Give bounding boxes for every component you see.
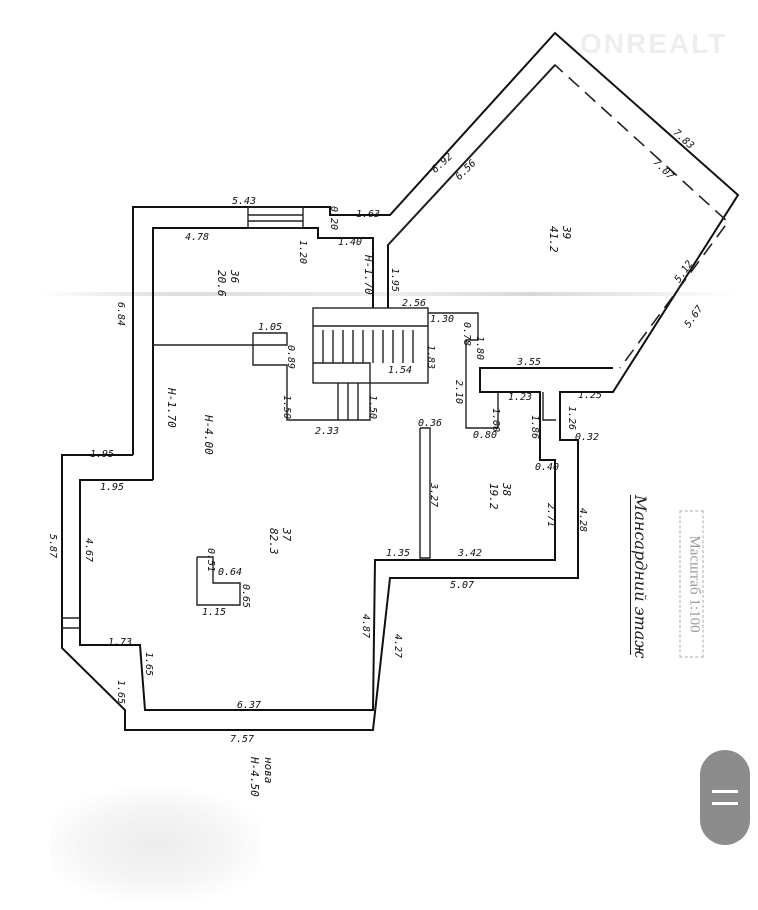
svg-text:82.3: 82.3 bbox=[267, 528, 280, 555]
svg-text:1.25: 1.25 bbox=[578, 390, 602, 401]
svg-text:6.84: 6.84 bbox=[115, 302, 126, 326]
svg-text:2.10: 2.10 bbox=[453, 380, 464, 404]
svg-text:2.33: 2.33 bbox=[315, 426, 339, 437]
svg-text:1.73: 1.73 bbox=[108, 637, 132, 648]
svg-text:3.55: 3.55 bbox=[516, 357, 541, 368]
svg-text:5.67: 5.67 bbox=[683, 304, 706, 330]
svg-text:1.50: 1.50 bbox=[367, 395, 378, 419]
stair-landing bbox=[153, 332, 371, 421]
svg-text:1.83: 1.83 bbox=[425, 345, 436, 369]
svg-text:1.54: 1.54 bbox=[388, 365, 412, 376]
svg-text:5.87: 5.87 bbox=[47, 534, 58, 558]
height-label: Н-1.70 bbox=[362, 254, 375, 295]
svg-text:7.57: 7.57 bbox=[230, 734, 254, 745]
svg-text:3.27: 3.27 bbox=[428, 482, 439, 507]
svg-text:37: 37 bbox=[280, 527, 293, 542]
stair-top bbox=[247, 206, 304, 229]
svg-text:1.23: 1.23 bbox=[508, 392, 532, 403]
inner-partition bbox=[428, 312, 499, 429]
svg-text:5.12: 5.12 bbox=[673, 259, 696, 285]
svg-text:0.65: 0.65 bbox=[240, 584, 251, 608]
height-label: Н-1.70 bbox=[165, 387, 178, 428]
svg-text:4.27: 4.27 bbox=[392, 634, 403, 658]
svg-text:1.86: 1.86 bbox=[529, 415, 540, 439]
inner-wall bbox=[387, 64, 556, 308]
svg-text:1.95: 1.95 bbox=[389, 268, 400, 292]
svg-text:1.30: 1.30 bbox=[430, 314, 454, 325]
outer-wall bbox=[61, 31, 740, 731]
svg-text:0.36: 0.36 bbox=[418, 418, 442, 429]
column bbox=[196, 556, 241, 606]
svg-text:6.92: 6.92 bbox=[430, 151, 455, 175]
svg-text:36: 36 bbox=[228, 269, 241, 284]
svg-text:1.50: 1.50 bbox=[281, 395, 292, 419]
footer-note-line1: нова bbox=[262, 757, 275, 784]
svg-text:0.64: 0.64 bbox=[218, 567, 242, 578]
svg-text:1.15: 1.15 bbox=[202, 607, 226, 618]
svg-text:39: 39 bbox=[560, 225, 573, 239]
svg-text:20.6: 20.6 bbox=[215, 270, 228, 297]
svg-text:41.2: 41.2 bbox=[547, 226, 560, 253]
svg-text:19.2: 19.2 bbox=[487, 483, 500, 510]
dimension-labels: 5.43 0.20 1.63 6.92 7.83 6.56 7.07 4.78 … bbox=[47, 127, 706, 745]
menu-button[interactable] bbox=[700, 750, 750, 845]
svg-text:7.07: 7.07 bbox=[651, 157, 676, 182]
inner-wall bbox=[79, 367, 613, 711]
svg-text:6.37: 6.37 bbox=[237, 700, 261, 711]
plan-title: Мансардний этаж bbox=[630, 495, 650, 659]
svg-text:1.95: 1.95 bbox=[90, 449, 114, 460]
svg-text:1.65: 1.65 bbox=[115, 680, 126, 704]
svg-text:4.28: 4.28 bbox=[577, 508, 588, 532]
svg-text:2.71: 2.71 bbox=[545, 503, 556, 527]
svg-text:1.05: 1.05 bbox=[258, 322, 282, 333]
svg-text:5.43: 5.43 bbox=[232, 196, 256, 207]
svg-text:1.35: 1.35 bbox=[386, 548, 410, 559]
svg-text:38: 38 bbox=[500, 482, 513, 497]
svg-text:4.67: 4.67 bbox=[83, 538, 94, 562]
svg-text:1.20: 1.20 bbox=[297, 240, 308, 264]
footer-note-line2: Н-4.50 bbox=[248, 756, 261, 797]
svg-text:6.56: 6.56 bbox=[454, 158, 479, 183]
scan-fold-line bbox=[40, 292, 740, 296]
svg-text:1.26: 1.26 bbox=[566, 406, 577, 430]
scale-stamp: Масштаб 1:100 bbox=[679, 510, 704, 658]
svg-text:0.20: 0.20 bbox=[328, 206, 339, 230]
svg-text:0.78: 0.78 bbox=[461, 322, 472, 346]
svg-text:3.42: 3.42 bbox=[457, 548, 482, 559]
svg-text:0.89: 0.89 bbox=[285, 345, 296, 369]
inner-wall bbox=[387, 64, 556, 246]
stair-steps bbox=[322, 330, 414, 363]
svg-text:1.63: 1.63 bbox=[356, 209, 380, 220]
height-label: Н-4.00 bbox=[202, 414, 215, 455]
svg-text:1.65: 1.65 bbox=[143, 652, 154, 676]
svg-text:4.87: 4.87 bbox=[360, 614, 371, 638]
svg-text:4.78: 4.78 bbox=[185, 232, 209, 243]
watermark: ONREALT bbox=[580, 28, 728, 59]
svg-text:0.40: 0.40 bbox=[535, 462, 559, 473]
svg-text:1.00: 1.00 bbox=[490, 408, 501, 432]
inner-partition bbox=[419, 427, 431, 559]
svg-text:5.07: 5.07 bbox=[450, 580, 474, 591]
scan-smudge bbox=[50, 790, 260, 900]
svg-text:1.80: 1.80 bbox=[474, 336, 485, 360]
svg-text:0.51: 0.51 bbox=[205, 548, 216, 572]
inner-wall bbox=[152, 227, 374, 480]
inner-partition bbox=[542, 392, 556, 421]
svg-text:1.95: 1.95 bbox=[100, 482, 124, 493]
svg-text:1.40: 1.40 bbox=[338, 237, 362, 248]
svg-text:0.80: 0.80 bbox=[473, 430, 497, 441]
svg-text:2.56: 2.56 bbox=[402, 298, 426, 309]
svg-text:0.32: 0.32 bbox=[575, 432, 599, 443]
